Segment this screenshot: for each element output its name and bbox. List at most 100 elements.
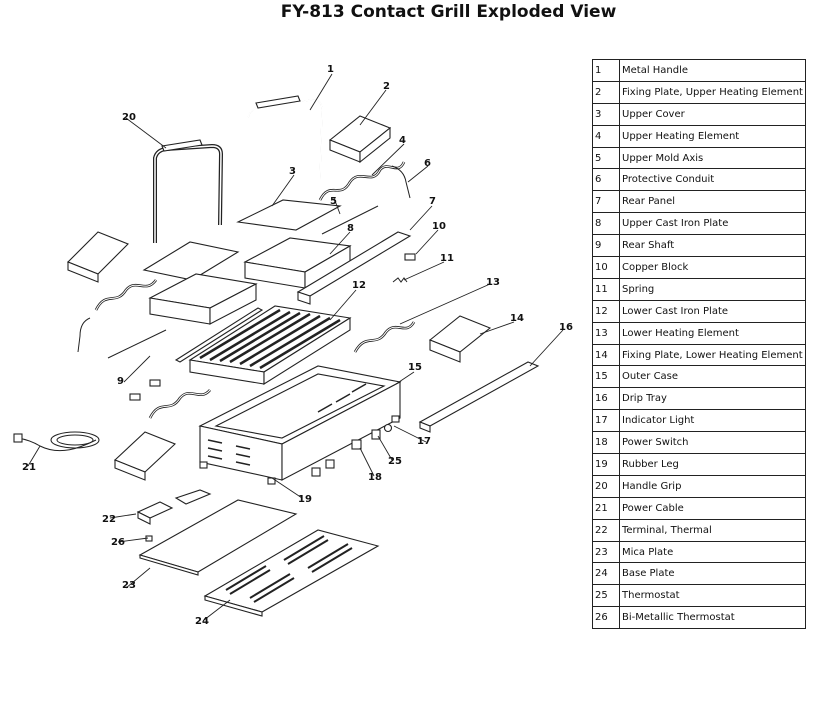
callout-12: 12 xyxy=(352,280,366,291)
part-name: Thermostat xyxy=(619,584,806,608)
upper-cover xyxy=(142,199,342,281)
part-number: 10 xyxy=(592,256,620,279)
callout-14: 14 xyxy=(510,313,524,324)
protective-conduit-left xyxy=(77,317,91,353)
part-name: Metal Handle xyxy=(619,59,806,82)
part-name: Terminal, Thermal xyxy=(619,518,806,542)
part-name: Fixing Plate, Lower Heating Element xyxy=(619,343,806,367)
part-name: Spring xyxy=(619,277,806,301)
part-number: 7 xyxy=(592,190,620,214)
part-name: Base Plate xyxy=(619,562,806,586)
part-name: Rear Panel xyxy=(619,190,806,214)
callout-23: 23 xyxy=(122,580,136,591)
part-number: 2 xyxy=(592,80,620,104)
part-name: Lower Cast Iron Plate xyxy=(619,299,806,323)
callout-20: 20 xyxy=(122,112,136,123)
callout-19: 19 xyxy=(298,494,312,505)
callout-15: 16 xyxy=(559,322,573,333)
upper-cast-iron-plate xyxy=(148,237,352,325)
part-number: 6 xyxy=(592,168,620,192)
terminal-thermal xyxy=(136,489,212,525)
exploded-view-diagram: 1 2 3 4 5 6 7 8 9 10 11 12 13 14 16 15 1… xyxy=(0,30,590,700)
callout-1: 1 xyxy=(327,64,334,75)
part-number: 12 xyxy=(592,299,620,323)
part-name: Bi-Metallic Thermostat xyxy=(619,606,806,630)
part-number: 24 xyxy=(592,562,620,586)
mica-plate xyxy=(138,499,298,576)
part-number: 4 xyxy=(592,124,620,148)
part-number: 26 xyxy=(592,606,620,630)
callout-13: 13 xyxy=(486,277,500,288)
terminal-small-2 xyxy=(129,393,141,401)
part-number: 17 xyxy=(592,409,620,433)
copper-block xyxy=(404,253,416,261)
metal-handle xyxy=(247,95,323,205)
drip-edge xyxy=(174,307,264,363)
callout-11: 11 xyxy=(440,253,454,264)
part-number: 9 xyxy=(592,234,620,258)
lower-cast-iron-plate xyxy=(188,305,352,385)
part-number: 5 xyxy=(592,146,620,170)
callout-22: 22 xyxy=(102,514,116,525)
callout-3: 3 xyxy=(289,166,296,177)
callout-24: 24 xyxy=(195,616,209,627)
part-number: 1 xyxy=(592,59,620,82)
rear-shaft xyxy=(107,329,167,359)
callout-17: 17 xyxy=(417,436,431,447)
protective-conduit xyxy=(391,165,411,199)
part-number: 14 xyxy=(592,343,620,367)
callout-16: 15 xyxy=(408,362,422,373)
terminal-small xyxy=(149,379,161,387)
part-name: Upper Mold Axis xyxy=(619,146,806,170)
callout-26: 26 xyxy=(111,537,125,548)
part-number: 18 xyxy=(592,431,620,455)
callout-2: 2 xyxy=(383,81,390,92)
callout-21: 21 xyxy=(22,462,36,473)
handle-grip xyxy=(153,139,224,243)
part-number: 15 xyxy=(592,365,620,389)
part-name: Lower Heating Element xyxy=(619,321,806,345)
part-name: Upper Heating Element xyxy=(619,124,806,148)
part-name: Handle Grip xyxy=(619,474,806,498)
callout-8: 8 xyxy=(347,223,354,234)
part-name: Upper Cast Iron Plate xyxy=(619,212,806,236)
part-number: 16 xyxy=(592,387,620,411)
callout-10: 10 xyxy=(432,221,446,232)
indicator-light xyxy=(383,423,393,433)
callout-7: 7 xyxy=(429,196,436,207)
diagram-title: FY-813 Contact Grill Exploded View xyxy=(280,2,617,22)
part-name: Rubber Leg xyxy=(619,453,806,476)
leader-lines xyxy=(27,73,564,621)
part-name: Rear Shaft xyxy=(619,234,806,258)
part-name: Indicator Light xyxy=(619,409,806,433)
fixing-plate-lower xyxy=(428,315,492,363)
power-cable xyxy=(13,431,100,452)
part-number: 8 xyxy=(592,212,620,236)
callout-labels: 1 2 3 4 5 6 7 8 9 10 11 12 13 14 16 15 1… xyxy=(22,64,573,627)
part-name: Outer Case xyxy=(619,365,806,389)
part-name: Fixing Plate, Upper Heating Element xyxy=(619,80,806,104)
part-name: Upper Cover xyxy=(619,102,806,126)
callout-4: 4 xyxy=(399,135,406,146)
part-name: Power Switch xyxy=(619,431,806,455)
callout-9: 9 xyxy=(117,376,124,387)
part-number: 13 xyxy=(592,321,620,345)
